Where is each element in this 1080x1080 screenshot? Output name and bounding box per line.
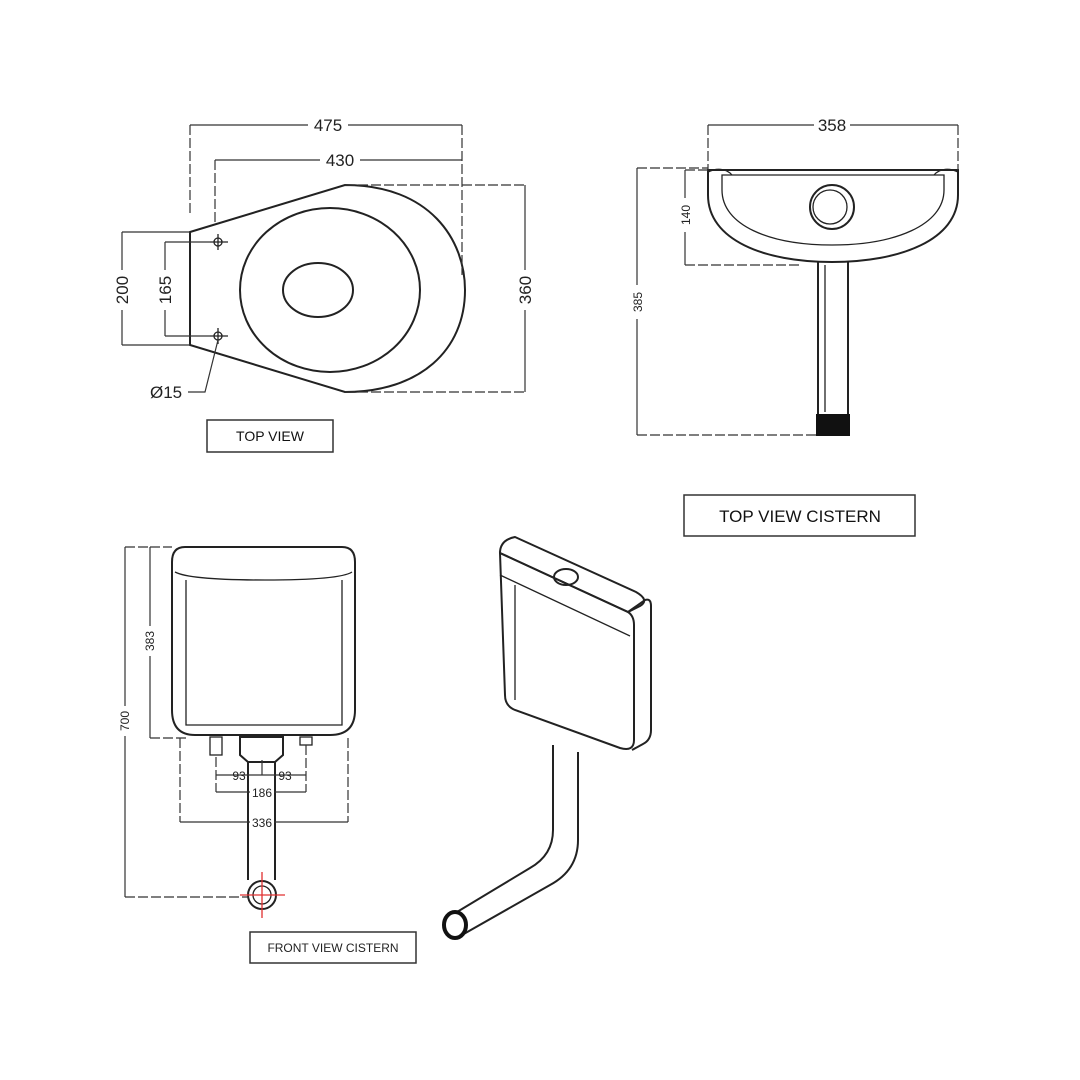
dim-385: 385: [631, 292, 645, 312]
iso-front-face: [498, 551, 635, 750]
cistern-body: [171, 546, 356, 736]
pan-bowl-rim: [239, 207, 421, 373]
dim-93-right: 93: [278, 769, 292, 783]
dim-360: 360: [516, 276, 535, 304]
pan-outline: [189, 183, 467, 394]
isometric-cistern: [442, 535, 652, 940]
cistern-top-inner: [721, 174, 945, 246]
top-view: 475 430 360 200 165 Ø15 TOP VIEW: [113, 116, 535, 453]
fixing-bolt-right: [299, 736, 313, 746]
top-view-cistern-label: TOP VIEW CISTERN: [719, 507, 881, 526]
pipe-thread: [816, 414, 850, 436]
top-view-cistern-label-box: [683, 494, 916, 537]
dim-hole-diameter: Ø15: [150, 383, 182, 402]
top-view-label: TOP VIEW: [236, 428, 305, 444]
dim-358: 358: [818, 116, 846, 135]
cistern-lid-line: [174, 571, 353, 581]
outlet-valve: [239, 736, 284, 763]
iso-lid-top: [498, 535, 646, 614]
dim-93-left: 93: [232, 769, 246, 783]
dim-140: 140: [679, 205, 693, 225]
iso-flush-button: [553, 568, 579, 586]
dim-165: 165: [156, 276, 175, 304]
cistern-top-outline: [707, 169, 959, 264]
dim-700: 700: [118, 711, 132, 731]
top-view-label-box: [206, 419, 334, 453]
dim-336: 336: [252, 816, 272, 830]
iso-flush-pipe: [451, 745, 579, 936]
dim-186: 186: [252, 786, 272, 800]
fixing-hole-bottom: [210, 328, 228, 344]
front-view-cistern-label-box: [249, 931, 417, 964]
cistern-outlet-pipe: [817, 262, 849, 415]
fixing-hole-top: [210, 234, 228, 250]
centre-mark: [240, 872, 285, 918]
dim-475: 475: [314, 116, 342, 135]
dim-430: 430: [326, 151, 354, 170]
fixing-bolt-left: [209, 736, 223, 756]
pan-outlet: [282, 262, 354, 318]
front-view-cistern: 383 700 93 93 186 336 FRONT VIEW CISTERN: [118, 546, 417, 964]
dim-200: 200: [113, 276, 132, 304]
iso-side-face: [627, 598, 652, 751]
iso-pipe-thread: [442, 910, 468, 940]
flush-button-hole: [809, 184, 855, 230]
front-view-cistern-label: FRONT VIEW CISTERN: [267, 941, 398, 955]
dim-383: 383: [143, 631, 157, 651]
flush-pipe: [247, 762, 276, 880]
top-view-cistern: 358 140 385 TOP VIEW CISTERN: [629, 116, 959, 537]
